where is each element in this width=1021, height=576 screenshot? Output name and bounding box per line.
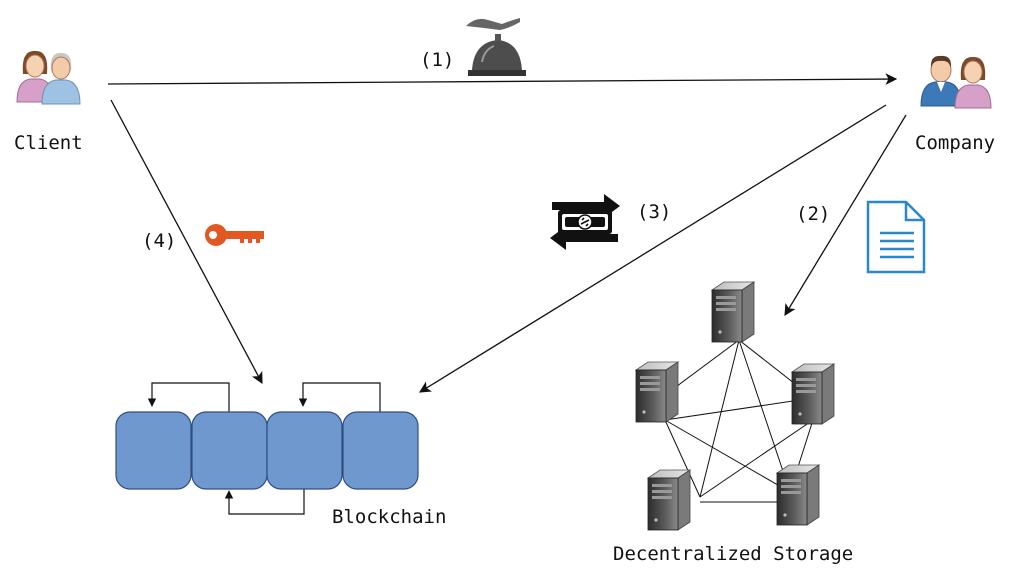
server-top [711, 281, 755, 343]
arrow-client-to-company [107, 73, 898, 85]
server-bottom-left [647, 469, 691, 531]
storage-network: Decentralized Storage [613, 281, 853, 565]
arrow-client-to-blockchain [110, 99, 263, 385]
crypto-transfer-icon [544, 186, 626, 258]
client-people-icon [16, 50, 81, 105]
server-left [635, 361, 679, 423]
step4-label: (4) [142, 230, 176, 252]
service-bell-icon [466, 18, 526, 76]
blockchain-label: Blockchain [332, 506, 446, 528]
arrow-company-to-blockchain [419, 104, 887, 393]
key-icon [205, 224, 264, 246]
arrow-company-to-storage [784, 114, 907, 317]
chain-link-bottom [224, 489, 305, 515]
company-label: Company [915, 132, 995, 154]
client-label: Client [14, 132, 83, 154]
document-icon [866, 200, 926, 274]
step1-label: (1) [420, 49, 454, 71]
block-1 [115, 411, 192, 490]
block-2 [191, 411, 268, 490]
block-4 [342, 411, 419, 490]
chain-link-top-left [147, 382, 230, 412]
arrows [107, 73, 907, 393]
storage-label: Decentralized Storage [613, 543, 853, 565]
server-bottom-right [776, 464, 820, 526]
block-3 [266, 411, 343, 490]
company-people-icon [920, 55, 992, 109]
blockchain-group: Blockchain [115, 382, 446, 528]
server-right [791, 363, 835, 425]
chain-link-top-right [298, 382, 381, 412]
step2-label: (2) [796, 203, 830, 225]
step3-label: (3) [637, 201, 671, 223]
